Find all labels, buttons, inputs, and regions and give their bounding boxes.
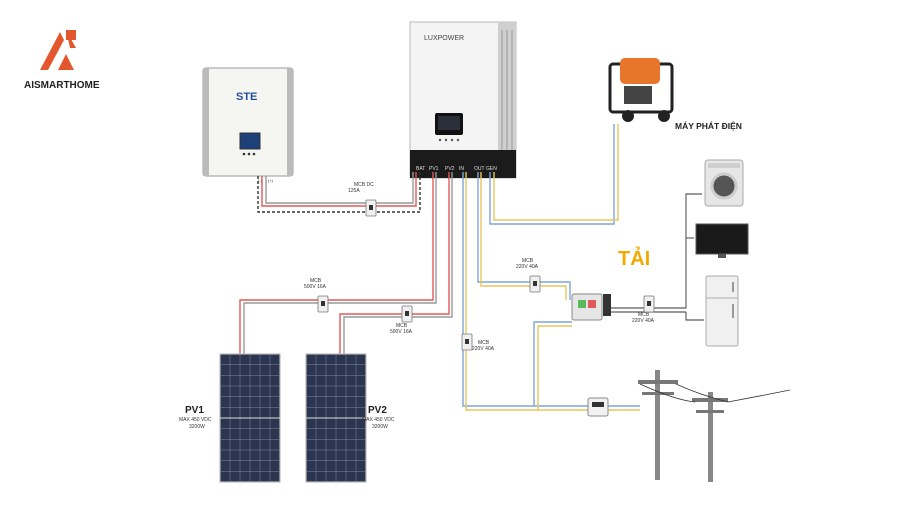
breaker-title: MCB	[638, 312, 650, 318]
port-label-in: IN	[459, 166, 464, 172]
battery-cabinet: STE (-) (+)	[202, 67, 294, 183]
panel-power: 3200W	[189, 424, 205, 430]
washing-machine-icon	[704, 159, 744, 207]
battery-terminal-neg: (-)	[258, 178, 263, 183]
brand-name: AISMARTHOME	[24, 80, 100, 91]
battery-terminal-pos: (+)	[268, 178, 274, 183]
generator: MÁY PHÁT ĐIỆN	[608, 58, 742, 131]
port-label-bat: BAT	[416, 166, 425, 172]
panel-name: PV1	[185, 405, 204, 416]
logo-square-icon	[66, 30, 76, 40]
breaker-rating: 500V 16A	[304, 284, 327, 290]
breaker-rating: 125A	[348, 188, 360, 194]
panel-max-voltage: MAX 450 VDC	[179, 417, 212, 423]
breaker-title: MCB	[310, 278, 322, 284]
television-icon	[695, 223, 749, 258]
breaker-title: MCB	[478, 340, 490, 346]
port-label-gen: GEN	[486, 166, 497, 172]
refrigerator-icon	[705, 275, 739, 347]
port-label-pv2: PV2	[445, 166, 455, 172]
logo-mark-icon	[40, 30, 76, 70]
wiring	[239, 124, 704, 411]
energy-meter-icon	[587, 397, 609, 417]
panel-power: 3200W	[372, 424, 388, 430]
breaker-rating: 500V 16A	[390, 329, 413, 335]
panel-name: PV2	[368, 405, 387, 416]
inverter-brand: LUXPOWER	[424, 35, 464, 42]
load-appliances: TẢI	[618, 159, 749, 347]
breaker-rating: 220V 40A	[632, 318, 655, 324]
panel-max-voltage: MAX 450 VDC	[362, 417, 395, 423]
breaker-title: MCB DC	[354, 182, 374, 188]
generator-label: MÁY PHÁT ĐIỆN	[675, 120, 742, 131]
battery-logo: STE	[236, 91, 257, 103]
brand-logo: AISMARTHOME	[24, 30, 100, 91]
utility-poles-icon	[638, 370, 791, 482]
port-label-out: OUT	[474, 166, 485, 172]
breaker-title: MCB	[522, 258, 534, 264]
breaker-rating: 220V 40A	[472, 346, 495, 352]
breaker-title: MCB	[396, 323, 408, 329]
battery-display	[239, 132, 261, 150]
load-label: TẢI	[618, 247, 650, 270]
breaker-rating: 220V 40A	[516, 264, 539, 270]
ats-switch-icon	[571, 293, 611, 321]
port-label-pv1: PV1	[429, 166, 439, 172]
